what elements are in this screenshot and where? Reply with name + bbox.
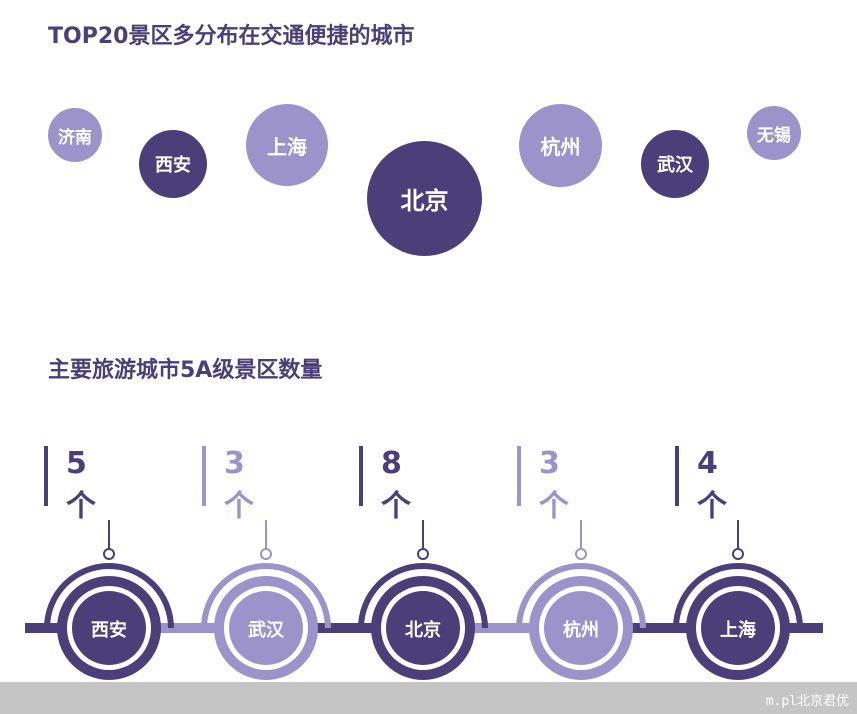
- outer-arc: [673, 563, 803, 629]
- count-bar: [675, 446, 679, 506]
- category-label: 上海: [720, 620, 756, 641]
- connector-band: [109, 623, 268, 633]
- section2-title: 主要旅游城市5A级景区数量: [48, 358, 323, 383]
- count-number: 5: [66, 446, 87, 481]
- count-number: 8: [381, 446, 402, 481]
- count-unit: 个: [381, 489, 411, 524]
- count-bar: [517, 446, 521, 506]
- city-bubble-label: 武汉: [657, 155, 693, 176]
- city-bubble-label: 济南: [58, 127, 92, 148]
- count-value: 3个: [539, 446, 569, 525]
- count-unit: 个: [66, 489, 96, 524]
- outer-arc: [201, 563, 331, 629]
- category-label: 北京: [405, 620, 441, 641]
- city-bubble-jinan: 济南: [48, 108, 102, 162]
- section1-title: TOP20景区多分布在交通便捷的城市: [48, 24, 415, 49]
- count-bar: [359, 446, 363, 506]
- stem-node: [417, 548, 429, 560]
- connector-band: [581, 623, 740, 633]
- center-disc: [544, 591, 618, 665]
- center-disc: [386, 591, 460, 665]
- count-unit: 个: [697, 489, 727, 524]
- count-value: 3个: [224, 446, 254, 525]
- city-bubble-wuxi: 无锡: [747, 106, 801, 160]
- category-label: 西安: [91, 620, 127, 641]
- city-bubble-label: 上海: [267, 134, 307, 159]
- outer-arc: [358, 563, 488, 629]
- city-bubble-beijing: 北京: [367, 141, 482, 256]
- count-value: 8个: [381, 446, 411, 525]
- stem-node: [575, 548, 587, 560]
- watermark-text: m.pl北京君优: [765, 694, 849, 709]
- city-bubble-label: 杭州: [540, 135, 581, 159]
- outer-arc: [44, 563, 174, 629]
- count-bar: [44, 446, 48, 506]
- stem-node: [103, 548, 115, 560]
- city-bubble-label: 无锡: [757, 125, 791, 146]
- count-unit: 个: [224, 489, 254, 524]
- count-number: 4: [697, 446, 718, 481]
- center-disc: [229, 591, 303, 665]
- stem-node: [732, 548, 744, 560]
- city-bubble-hangzhou: 杭州: [519, 104, 602, 187]
- count-number: 3: [539, 446, 560, 481]
- count-number: 3: [224, 446, 245, 481]
- count-value: 5个: [66, 446, 96, 525]
- connector-band: [266, 623, 425, 633]
- count-bar: [202, 446, 206, 506]
- city-bubble-wuhan: 武汉: [641, 130, 709, 198]
- city-bubble-xian: 西安: [139, 130, 207, 198]
- city-bubble-label: 西安: [155, 155, 191, 176]
- count-value: 4个: [697, 446, 727, 525]
- center-disc: [72, 591, 146, 665]
- category-label: 武汉: [248, 620, 284, 641]
- watermark-bar: m.pl北京君优: [0, 682, 857, 714]
- center-disc: [701, 591, 775, 665]
- stem-node: [260, 548, 272, 560]
- city-bubble-label: 北京: [400, 187, 449, 215]
- count-unit: 个: [539, 489, 569, 524]
- outer-arc: [516, 563, 646, 629]
- city-bubble-shanghai: 上海: [246, 104, 328, 186]
- connector-band: [423, 623, 583, 633]
- category-label: 杭州: [563, 620, 599, 641]
